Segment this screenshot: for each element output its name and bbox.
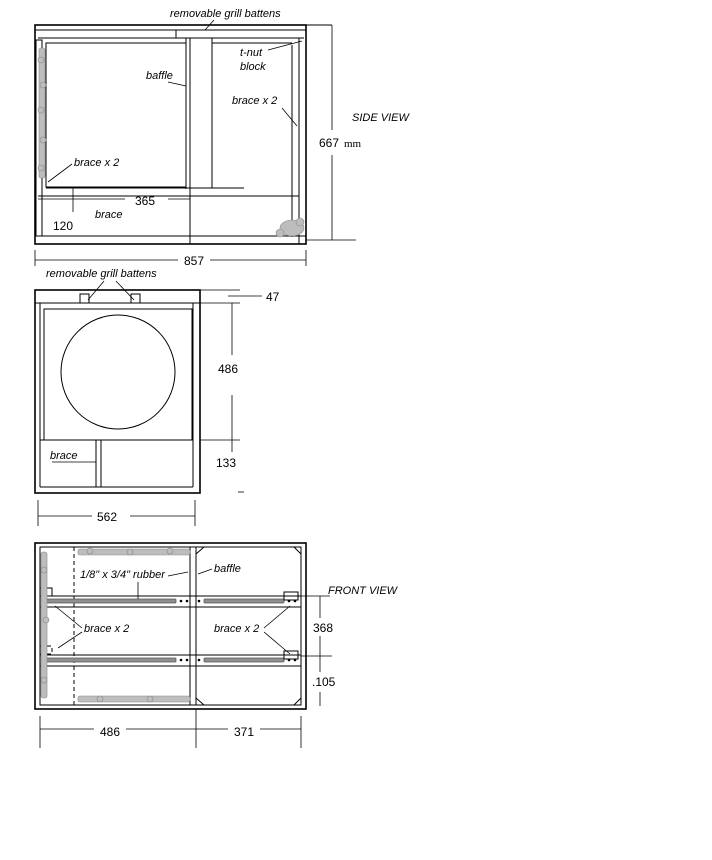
front-dim-105: .105 [312,675,336,689]
front-baffle-label: baffle [214,563,241,575]
front-block-bl [39,645,53,655]
front-dim-371: 371 [234,725,254,739]
side-dim-365: 365 [135,194,155,208]
side-tnut-label: t-nut [240,47,263,59]
side-view-title: SIDE VIEW [352,112,410,124]
front-view-title: FRONT VIEW [328,585,399,597]
front-block-br [283,650,299,660]
top-batten-left [79,293,90,304]
front-baffle-leader [197,568,213,575]
front-dim-486: 486 [100,725,120,739]
side-dim-120: 120 [53,219,73,233]
side-dim-667-unit: mm [344,138,362,150]
front-block-tr [283,591,299,601]
front-rubber-top-right [203,598,285,604]
front-inner-box [39,546,302,706]
side-brace-x2-left-label: brace x 2 [74,157,119,169]
front-rubber-bot-right [203,657,285,663]
top-dim-47: 47 [266,290,280,304]
side-outer-box [34,24,307,245]
side-dim-857: 857 [184,254,204,268]
front-rubber-leader [167,571,189,577]
front-brace-right-leader-2 [263,631,291,655]
front-brace-left-leader-2 [57,631,83,649]
front-dim-368: 368 [313,621,333,635]
top-baffle-box [43,308,193,441]
side-baffle-leader [167,81,187,87]
front-rubber-label: 1/8" x 3/4" rubber [80,569,166,581]
side-grill-leader [204,19,215,31]
front-corner-bl [195,697,205,706]
front-outer-box [34,542,307,710]
top-dim-562: 562 [97,510,117,524]
side-foam-left [37,47,47,179]
front-foam [40,547,191,703]
top-brace-label: brace [50,450,78,462]
side-brace-right-leader [281,107,298,127]
top-dim-486: 486 [218,362,238,376]
side-baffle-label: baffle [146,70,173,82]
top-view: removable grill battens brace 47 486 133 [34,268,280,526]
front-brace-x2-left-label: brace x 2 [84,623,129,635]
side-tnut-leader [267,40,303,51]
side-brace-label: brace [95,209,123,221]
side-tnut-block-label: block [240,61,266,73]
side-brace-x2-right-label: brace x 2 [232,95,277,107]
front-brace-left-leader-1 [54,605,83,629]
front-brace-x2-right-label: brace x 2 [214,623,259,635]
side-view: removable grill battens t-nut block baff… [34,8,410,268]
top-grill-battens-label: removable grill battens [46,268,157,280]
side-foam-right [275,217,305,238]
front-corner-tl [195,546,205,555]
front-view: 1/8" x 3/4" rubber baffle brace x 2 brac… [34,542,399,748]
front-corner-tr [293,546,302,555]
side-brace-left-leader [47,163,73,183]
front-corner-br [293,697,302,706]
front-rubber-top-left [41,598,177,604]
top-dim-133: 133 [216,456,236,470]
side-dim-667: 667 [319,136,339,150]
top-outer-box [34,289,201,494]
top-driver-circle [60,314,176,430]
front-rubber-bot-left [41,657,177,663]
front-brace-right-leader-1 [263,605,291,629]
side-grill-battens-label: removable grill battens [170,8,281,20]
